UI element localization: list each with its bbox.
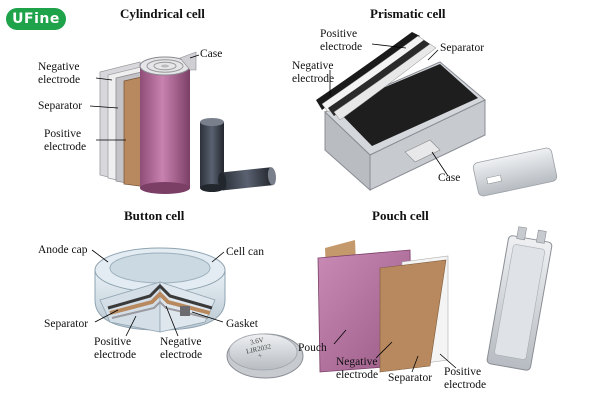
pouch-negative-electrode-label: Negative electrode: [336, 356, 379, 381]
button-anode-cap-label: Anode cap: [38, 244, 88, 256]
cylindrical-negative-electrode-label: Negative electrode: [38, 61, 81, 86]
prismatic-cell-illustration: [316, 32, 558, 197]
button-cell-can-label: Cell can: [226, 246, 264, 258]
button-cell-title: Button cell: [124, 208, 185, 223]
button-separator-label: Separator: [44, 318, 89, 330]
button-gasket-label: Gasket: [226, 318, 258, 330]
prismatic-positive-electrode-label: Positive electrode: [320, 28, 363, 53]
button-positive-electrode-label: Positive electrode: [94, 336, 137, 361]
ufine-logo: UFine: [6, 8, 66, 30]
pouch-positive-electrode-label: Positive electrode: [444, 366, 487, 391]
pouch-cell-title: Pouch cell: [372, 208, 429, 223]
cylindrical-case-label: Case: [200, 48, 223, 60]
pouch-pouch-label: Pouch: [298, 342, 327, 354]
pouch-separator-label: Separator: [388, 372, 433, 384]
cylindrical-positive-electrode-label: Positive electrode: [44, 128, 87, 153]
cylindrical-cell-illustration: [89, 51, 277, 194]
pouch-cell-illustration: [317, 226, 553, 373]
prismatic-separator-label: Separator: [440, 42, 485, 54]
cylindrical-cell-title: Cylindrical cell: [120, 6, 205, 21]
prismatic-case-label: Case: [438, 172, 461, 184]
button-negative-electrode-label: Negative electrode: [160, 336, 203, 361]
prismatic-cell-title: Prismatic cell: [370, 6, 446, 21]
cylindrical-separator-label: Separator: [38, 100, 83, 112]
prismatic-negative-electrode-label: Negative electrode: [292, 60, 335, 85]
button-cell-illustration: [91, 247, 304, 379]
